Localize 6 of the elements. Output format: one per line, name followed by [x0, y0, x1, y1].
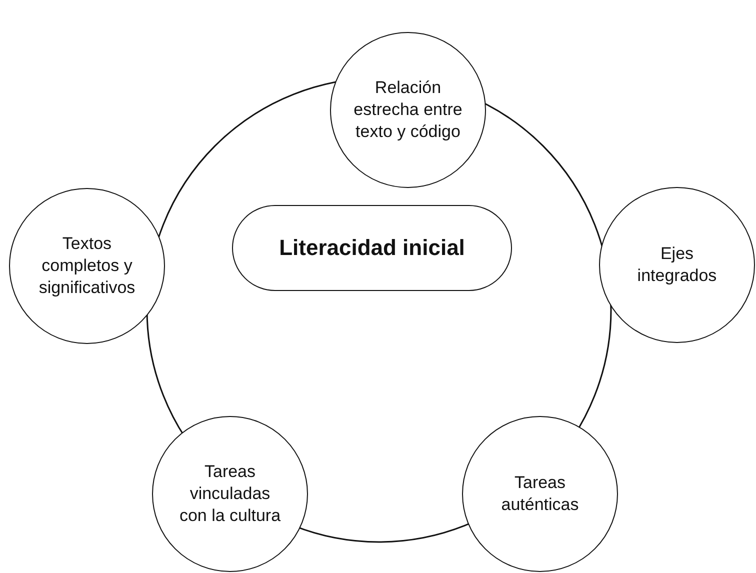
- node-label: Tareas vinculadas con la cultura: [178, 460, 282, 528]
- node-label: Ejes integrados: [636, 242, 718, 287]
- node-label: Literacidad inicial: [279, 235, 465, 261]
- node-label: Tareas auténticas: [500, 472, 580, 516]
- node-label: Textos completos y significativos: [38, 232, 136, 300]
- node-label: Relación estrecha entre texto y código: [353, 76, 463, 144]
